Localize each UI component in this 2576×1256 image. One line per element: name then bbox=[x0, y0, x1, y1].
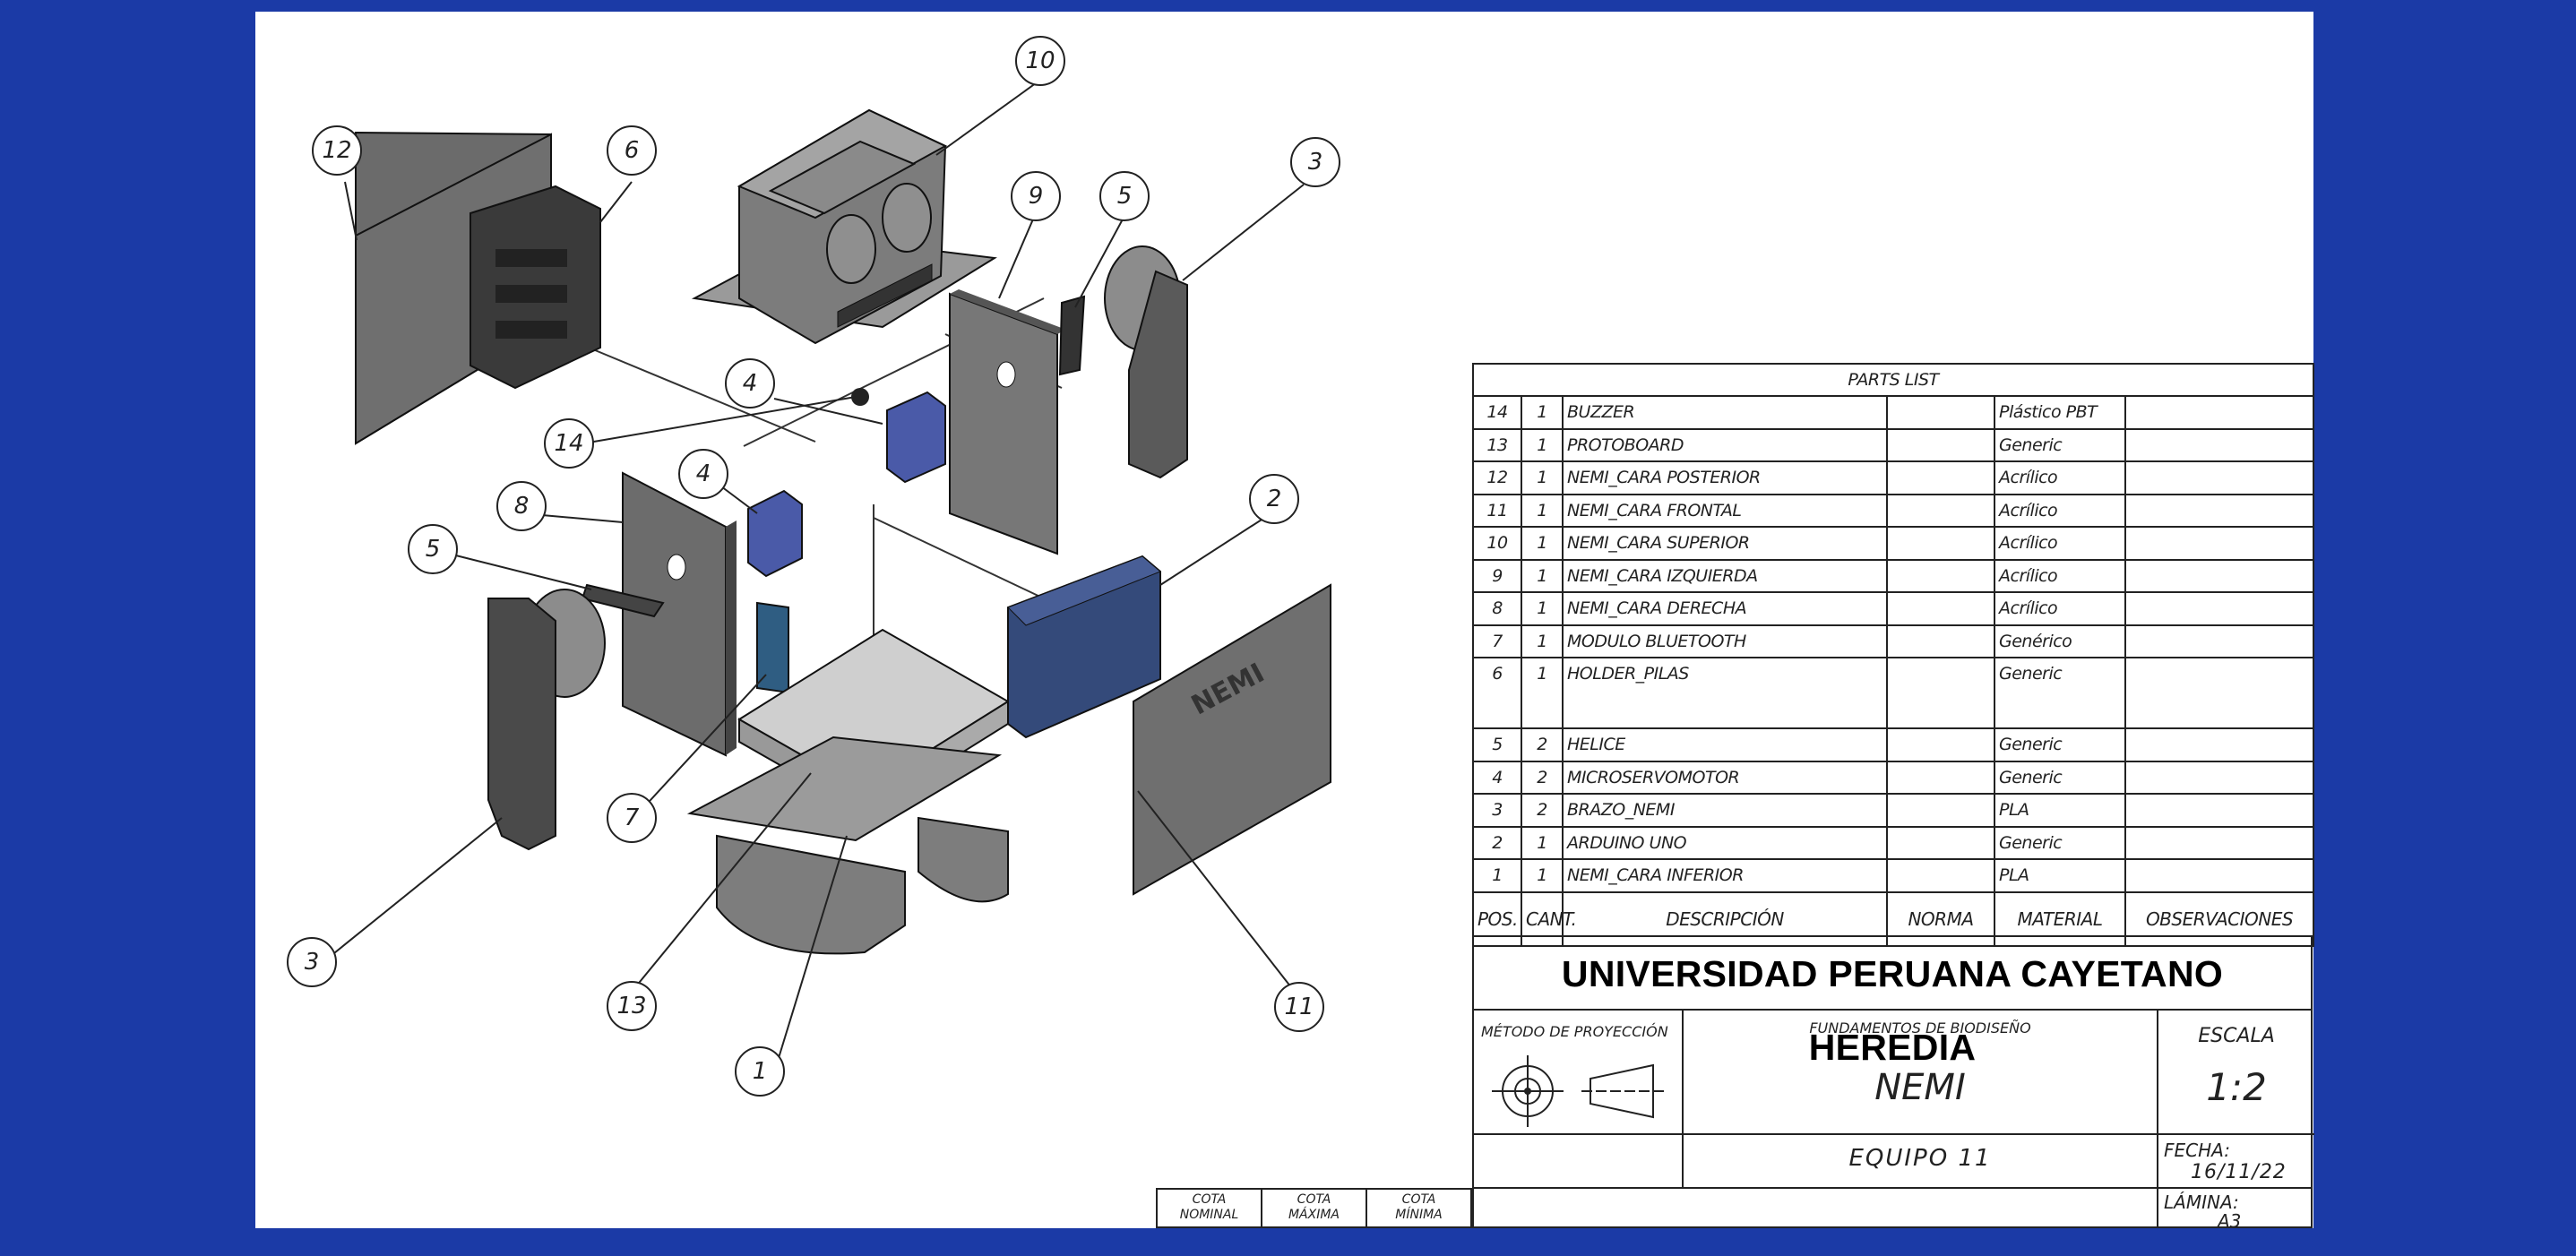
date-value: 16/11/22 bbox=[2191, 1161, 2287, 1183]
callout-7: 7 bbox=[607, 793, 657, 843]
parts-list-header: POS. CANT. DESCRIPCIÓN NORMA MATERIAL OB… bbox=[1472, 890, 2314, 947]
svg-text:1: 1 bbox=[753, 1058, 768, 1085]
team-name: EQUIPO 11 bbox=[1848, 1145, 1992, 1172]
svg-text:12: 12 bbox=[322, 137, 351, 164]
callout-3-upper: 3 bbox=[1290, 137, 1340, 187]
scale-label: ESCALA bbox=[2198, 1025, 2275, 1047]
svg-text:5: 5 bbox=[426, 536, 441, 563]
part-1-bottom-plate bbox=[686, 736, 1009, 955]
svg-text:6: 6 bbox=[625, 137, 640, 164]
callout-2: 2 bbox=[1249, 474, 1299, 524]
exploded-assembly-view: NEMI 12 6 10 9 5 3 4 1 bbox=[287, 36, 1340, 1097]
university-name: UNIVERSIDAD PERUANA CAYETANO HEREDIA bbox=[1474, 937, 2311, 1068]
sheet-label: LÁMINA: bbox=[2164, 1191, 2239, 1213]
part-10-top-cover bbox=[691, 108, 997, 345]
callout-11: 11 bbox=[1274, 982, 1324, 1032]
callout-12: 12 bbox=[312, 125, 362, 176]
callout-1: 1 bbox=[735, 1046, 785, 1097]
part-2-arduino bbox=[1007, 555, 1161, 739]
scale-value: 1:2 bbox=[2206, 1065, 2267, 1109]
part-11-front-plate: NEMI bbox=[1133, 583, 1331, 896]
svg-text:10: 10 bbox=[1025, 47, 1055, 74]
part-8-right-wall bbox=[622, 471, 737, 757]
svg-text:7: 7 bbox=[625, 804, 640, 831]
part-4-servo-lower bbox=[747, 489, 803, 578]
svg-text:13: 13 bbox=[616, 993, 646, 1019]
projection-label: MÉTODO DE PROYECCIÓN bbox=[1481, 1023, 1668, 1040]
leader-lines bbox=[324, 80, 1305, 1071]
svg-text:5: 5 bbox=[1117, 183, 1133, 210]
callout-13: 13 bbox=[607, 981, 657, 1031]
callout-3-lower: 3 bbox=[287, 937, 337, 987]
course-name: FUNDAMENTOS DE BIODISEÑO bbox=[1809, 1019, 2031, 1037]
drawing-sheet: NEMI 12 6 10 9 5 3 4 1 bbox=[255, 12, 2314, 1232]
callout-8: 8 bbox=[496, 481, 547, 531]
svg-text:11: 11 bbox=[1284, 994, 1314, 1020]
svg-text:2: 2 bbox=[1267, 486, 1282, 512]
callout-4-upper: 4 bbox=[725, 358, 775, 409]
callout-5-upper: 5 bbox=[1099, 171, 1150, 221]
svg-text:8: 8 bbox=[514, 493, 530, 520]
svg-text:9: 9 bbox=[1029, 183, 1044, 210]
part-5-propeller-upper bbox=[1058, 295, 1086, 376]
sheet-value: A3 bbox=[2218, 1210, 2242, 1232]
svg-text:4: 4 bbox=[743, 370, 758, 397]
part-5-propeller-lower bbox=[581, 583, 665, 618]
callout-5-lower: 5 bbox=[408, 524, 458, 574]
callout-6: 6 bbox=[607, 125, 657, 176]
callout-4-lower: 4 bbox=[678, 449, 728, 499]
title-block: UNIVERSIDAD PERUANA CAYETANO HEREDIA MÉT… bbox=[1472, 935, 2314, 1232]
project-name: NEMI bbox=[1874, 1067, 1966, 1108]
part-6-battery-holder bbox=[470, 185, 601, 390]
projection-symbol-icon bbox=[1492, 1055, 1667, 1127]
part-3-arm-upper bbox=[1104, 245, 1188, 479]
svg-text:3: 3 bbox=[305, 949, 320, 976]
date-label: FECHA: bbox=[2164, 1140, 2230, 1161]
callout-14: 14 bbox=[544, 418, 594, 469]
svg-text:14: 14 bbox=[554, 430, 583, 457]
part-3-arm-lower bbox=[487, 589, 606, 851]
callout-10: 10 bbox=[1015, 36, 1065, 86]
svg-text:4: 4 bbox=[696, 460, 711, 487]
part-4-servo-upper bbox=[851, 388, 946, 484]
part-9-left-wall bbox=[949, 289, 1066, 555]
callout-9: 9 bbox=[1011, 171, 1061, 221]
parts-list-title: PARTS LIST bbox=[1472, 363, 2314, 397]
svg-text:3: 3 bbox=[1308, 149, 1323, 176]
